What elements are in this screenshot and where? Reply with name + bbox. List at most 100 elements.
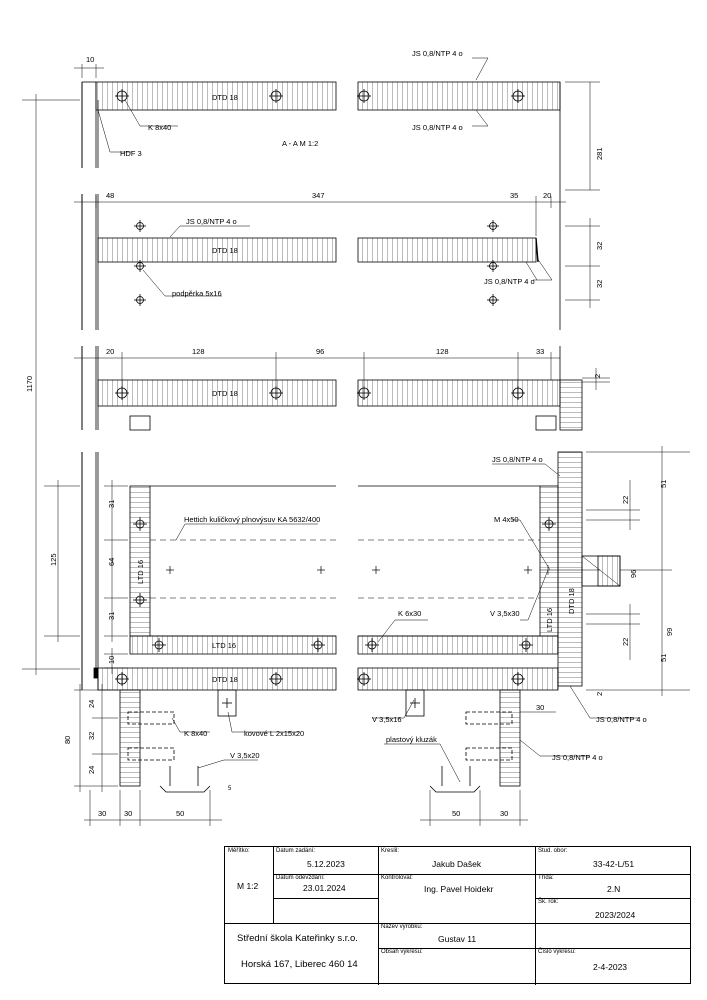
dim-24a: 24 <box>87 700 96 708</box>
scale-cell: Měřítko: M 1:2 <box>225 847 273 923</box>
drawn-by-label: Kreslil: <box>381 848 400 854</box>
js-shelf-right-label: JS 0,8/NTP 4 o <box>484 277 535 286</box>
title-block: Měřítko: M 1:2 Datum zadání: 5.12.2023 D… <box>224 846 691 985</box>
scale-value: M 1:2 <box>237 881 259 891</box>
drawing-number: 2-4-2023 <box>593 962 628 972</box>
podperka-label: podpěrka 5x16 <box>172 289 222 298</box>
dim-128b: 128 <box>436 347 449 356</box>
dim-2b: 2 <box>595 692 604 696</box>
plastovy-label: plastový kluzák <box>386 735 437 744</box>
drawing-content-label: Obsah výkresu: <box>381 949 423 955</box>
assigned-date-cell: Datum zadání: 5.12.2023 <box>273 847 378 874</box>
dim-32b: 32 <box>595 280 604 288</box>
dtd-label-1: DTD 18 <box>212 93 238 102</box>
dim-96: 96 <box>316 347 324 356</box>
dim-32c: 32 <box>87 732 96 740</box>
js-shelf-label: JS 0,8/NTP 4 o <box>186 217 237 226</box>
kovove-label: kovové L 2x15x20 <box>244 729 304 738</box>
dim-20a: 20 <box>543 191 551 200</box>
dim-281: 281 <box>595 147 604 160</box>
dim-50a: 50 <box>176 809 184 818</box>
school-address: Horská 167, Liberec 460 14 <box>241 959 358 970</box>
drawn-by: Jakub Dašek <box>432 859 482 869</box>
dim-20b: 20 <box>106 347 114 356</box>
study-field-label: Stud. obor: <box>538 848 568 854</box>
v35x30-label: V 3,5x30 <box>490 609 520 618</box>
js-foot-label: JS 0,8/NTP 4 o <box>552 753 603 762</box>
school-year-cell: Šk. rok: 2023/2024 <box>535 898 691 923</box>
js-drawer-label: JS 0,8/NTP 4 o <box>492 455 543 464</box>
checked-by-label: Kontroloval: <box>381 875 413 881</box>
dim-30b: 30 <box>124 809 132 818</box>
screw-holes-drawer <box>115 517 556 686</box>
drawing-content-cell: Obsah výkresu: <box>378 948 535 985</box>
checked-by-cell: Kontroloval: Ing. Pavel Hoidekr <box>378 874 535 898</box>
dim-96b: 96 <box>629 570 638 578</box>
dim-35: 35 <box>510 191 518 200</box>
study-field-cell: Stud. obor: 33-42-L/51 <box>535 847 691 874</box>
hettich-label: Hettich kuličkový plnovýsuv KA 5632/400 <box>184 515 320 524</box>
class-cell: Třída: 2.N <box>535 874 691 898</box>
screw-holes-sec3 <box>115 386 525 400</box>
dtd18-vertical: DTD 18 <box>567 588 576 614</box>
dim-33: 33 <box>536 347 544 356</box>
geometry <box>22 57 690 826</box>
k8x40-top-label: K 8x40 <box>148 123 171 132</box>
drawing-labels: 10 JS 0,8/NTP 4 o JS 0,8/NTP 4 o DTD 18 … <box>25 49 674 818</box>
checked-by: Ing. Pavel Hoidekr <box>424 884 494 894</box>
js-label-2: JS 0,8/NTP 4 o <box>412 123 463 132</box>
v35x16-label: V 3,5x16 <box>372 715 402 724</box>
hdf-label: HDF 3 <box>120 149 142 158</box>
school-name: Střední škola Kateřinky s.r.o. <box>237 933 358 944</box>
v35x20-label: V 3,5x20 <box>230 751 260 760</box>
dim-10-top: 10 <box>86 55 94 64</box>
dim-99: 99 <box>665 628 674 636</box>
school-cell: Střední škola Kateřinky s.r.o. Horská 16… <box>225 923 378 985</box>
shelf-pins <box>134 220 499 306</box>
k6x30-label: K 6x30 <box>398 609 421 618</box>
dim-30a: 30 <box>98 809 106 818</box>
scale-label: Měřítko: <box>228 848 250 854</box>
dim-22a: 22 <box>621 496 630 504</box>
dtd-label-2: DTD 18 <box>212 246 238 255</box>
assigned-date: 5.12.2023 <box>307 859 345 869</box>
drawing-number-cell: Číslo výkresu: 2-4-2023 <box>535 948 691 985</box>
submit-date: 23.01.2024 <box>303 883 346 893</box>
study-field: 33-42-L/51 <box>593 859 635 869</box>
dim-51b: 51 <box>659 654 668 662</box>
ltd16-vertical-right: LTD 16 <box>545 608 554 632</box>
k8x40-bottom-label: K 8x40 <box>184 729 207 738</box>
dim-5: 5 <box>228 786 232 792</box>
dim-48: 48 <box>106 191 114 200</box>
drawing-number-label: Číslo výkresu: <box>538 949 576 955</box>
dim-128a: 128 <box>192 347 205 356</box>
drawn-by-cell: Kreslil: Jakub Dašek <box>378 847 535 874</box>
dim-125: 125 <box>49 553 58 566</box>
dtd-label-3: DTD 18 <box>212 389 238 398</box>
dim-80: 80 <box>63 736 72 744</box>
dim-50b: 50 <box>452 809 460 818</box>
dim-31b: 31 <box>107 612 116 620</box>
product-name: Gustav 11 <box>438 934 477 944</box>
dim-64: 64 <box>107 558 116 566</box>
js-bottom-label: JS 0,8/NTP 4 o <box>596 715 647 724</box>
dim-30r: 30 <box>536 703 544 712</box>
dtd-label-4: DTD 18 <box>212 675 238 684</box>
m4x50-label: M 4x50 <box>494 515 519 524</box>
section-label: A - A M 1:2 <box>282 139 318 148</box>
product-name-cell: Název výrobku: Gustav 11 <box>378 923 535 948</box>
js-label-1: JS 0,8/NTP 4 o <box>412 49 463 58</box>
ltd16-horizontal: LTD 16 <box>212 641 236 650</box>
dim-347: 347 <box>312 191 325 200</box>
class-value: 2.N <box>607 884 621 894</box>
dim-24b: 24 <box>87 766 96 774</box>
dim-22b: 22 <box>621 638 630 646</box>
dim-30c: 30 <box>500 809 508 818</box>
class-label: Třída: <box>538 875 554 881</box>
submit-date-label: Datum odevzdání: <box>276 875 325 881</box>
dim-10b: 10 <box>107 656 116 664</box>
screw-holes-top <box>115 89 525 103</box>
submit-date-cell: Datum odevzdání: 23.01.2024 <box>273 874 378 898</box>
assigned-date-label: Datum zadání: <box>276 848 316 854</box>
